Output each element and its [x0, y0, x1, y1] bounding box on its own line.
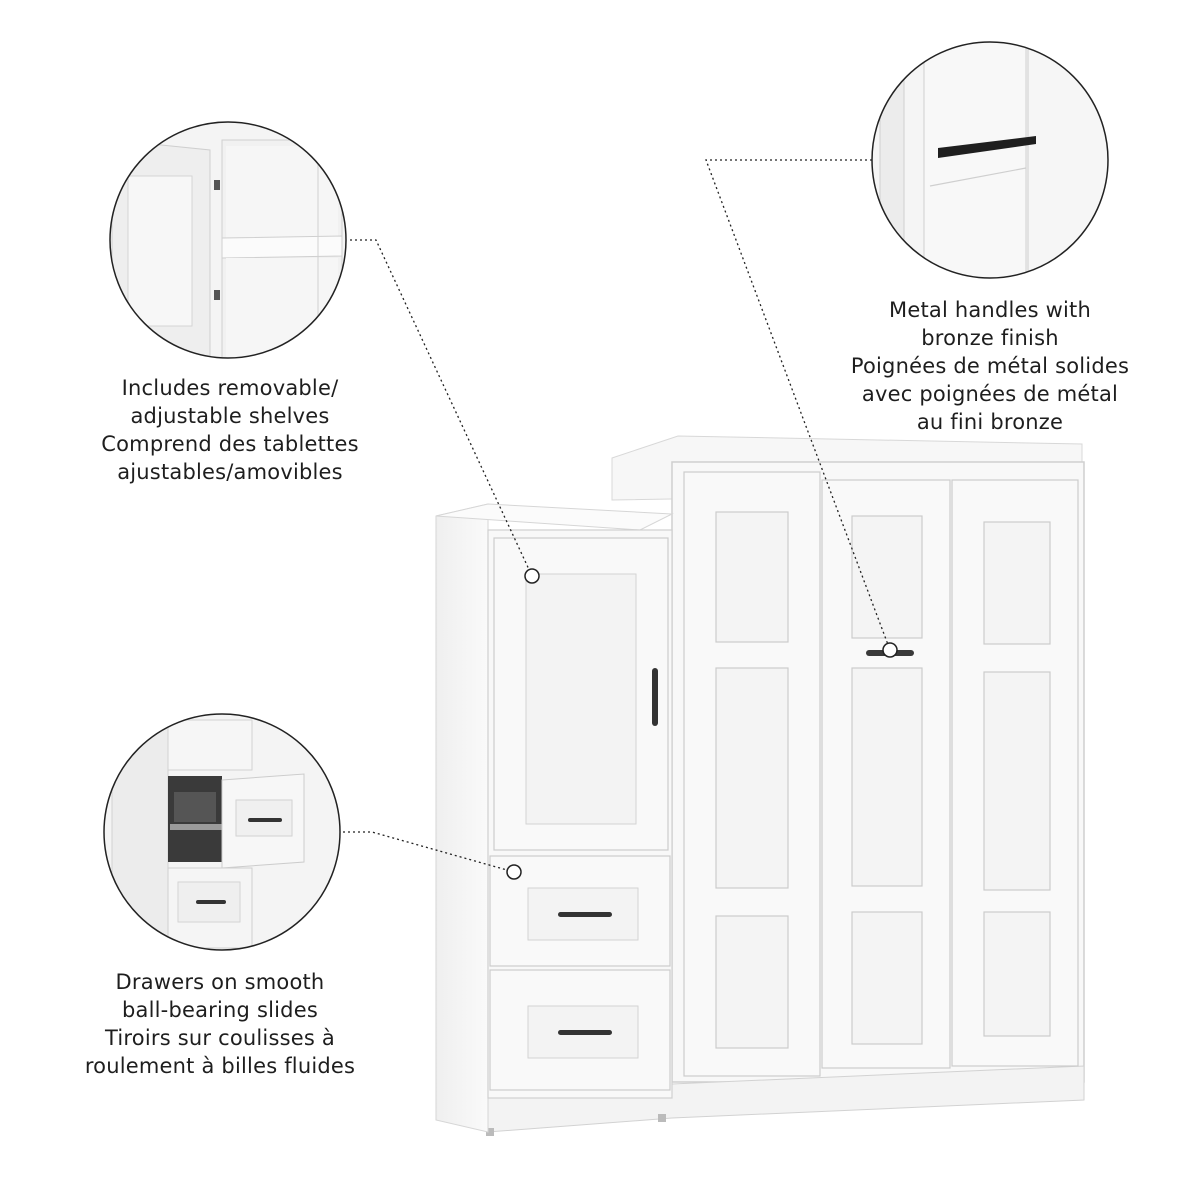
handle-detail-zoom [871, 41, 1109, 279]
callout-handles-line2: bronze finish [921, 326, 1059, 350]
bed-doors [683, 471, 1079, 1077]
callout-shelves-line1: Includes removable/ [121, 376, 339, 400]
callout-handles-text: Metal handles with bronze finish Poignée… [820, 296, 1160, 436]
drawer-handle [558, 912, 612, 917]
door-panel [525, 573, 637, 825]
callout-handles-line4: avec poignées de métal [861, 382, 1119, 406]
callout-shelves-line4: ajustables/amovibles [117, 460, 343, 484]
callout-drawers-line2: ball-bearing slides [122, 998, 318, 1022]
drawer-detail-zoom [103, 713, 341, 951]
callout-shelves-line3: Comprend des tablettes [101, 432, 359, 456]
shelf-detail-zoom [109, 121, 347, 359]
foot [486, 1128, 494, 1136]
side-cabinet-side [435, 503, 489, 1133]
callout-handles-line5: au fini bronze [916, 410, 1064, 434]
foot [658, 1114, 666, 1122]
drawer-handle [558, 1030, 612, 1035]
murphy-bed-cabinet [435, 435, 1085, 1136]
callout-shelves-line2: adjustable shelves [130, 404, 330, 428]
callout-drawers-text: Drawers on smooth ball-bearing slides Ti… [50, 968, 390, 1080]
callout-drawers-line1: Drawers on smooth [115, 970, 325, 994]
cabinet-door-handle [652, 668, 658, 726]
marker-shelves [524, 568, 540, 584]
side-cabinet-top [435, 503, 674, 531]
callout-handles-line1: Metal handles with [889, 298, 1091, 322]
callout-shelves-text: Includes removable/ adjustable shelves C… [60, 374, 400, 486]
callout-handles-line3: Poignées de métal solides [850, 354, 1130, 378]
leader-lines [338, 159, 891, 873]
marker-drawers [506, 864, 522, 880]
marker-handles [882, 642, 898, 658]
callout-drawers-line4: roulement à billes fluides [84, 1054, 356, 1078]
callout-drawers-line3: Tiroirs sur coulisses à [105, 1026, 335, 1050]
